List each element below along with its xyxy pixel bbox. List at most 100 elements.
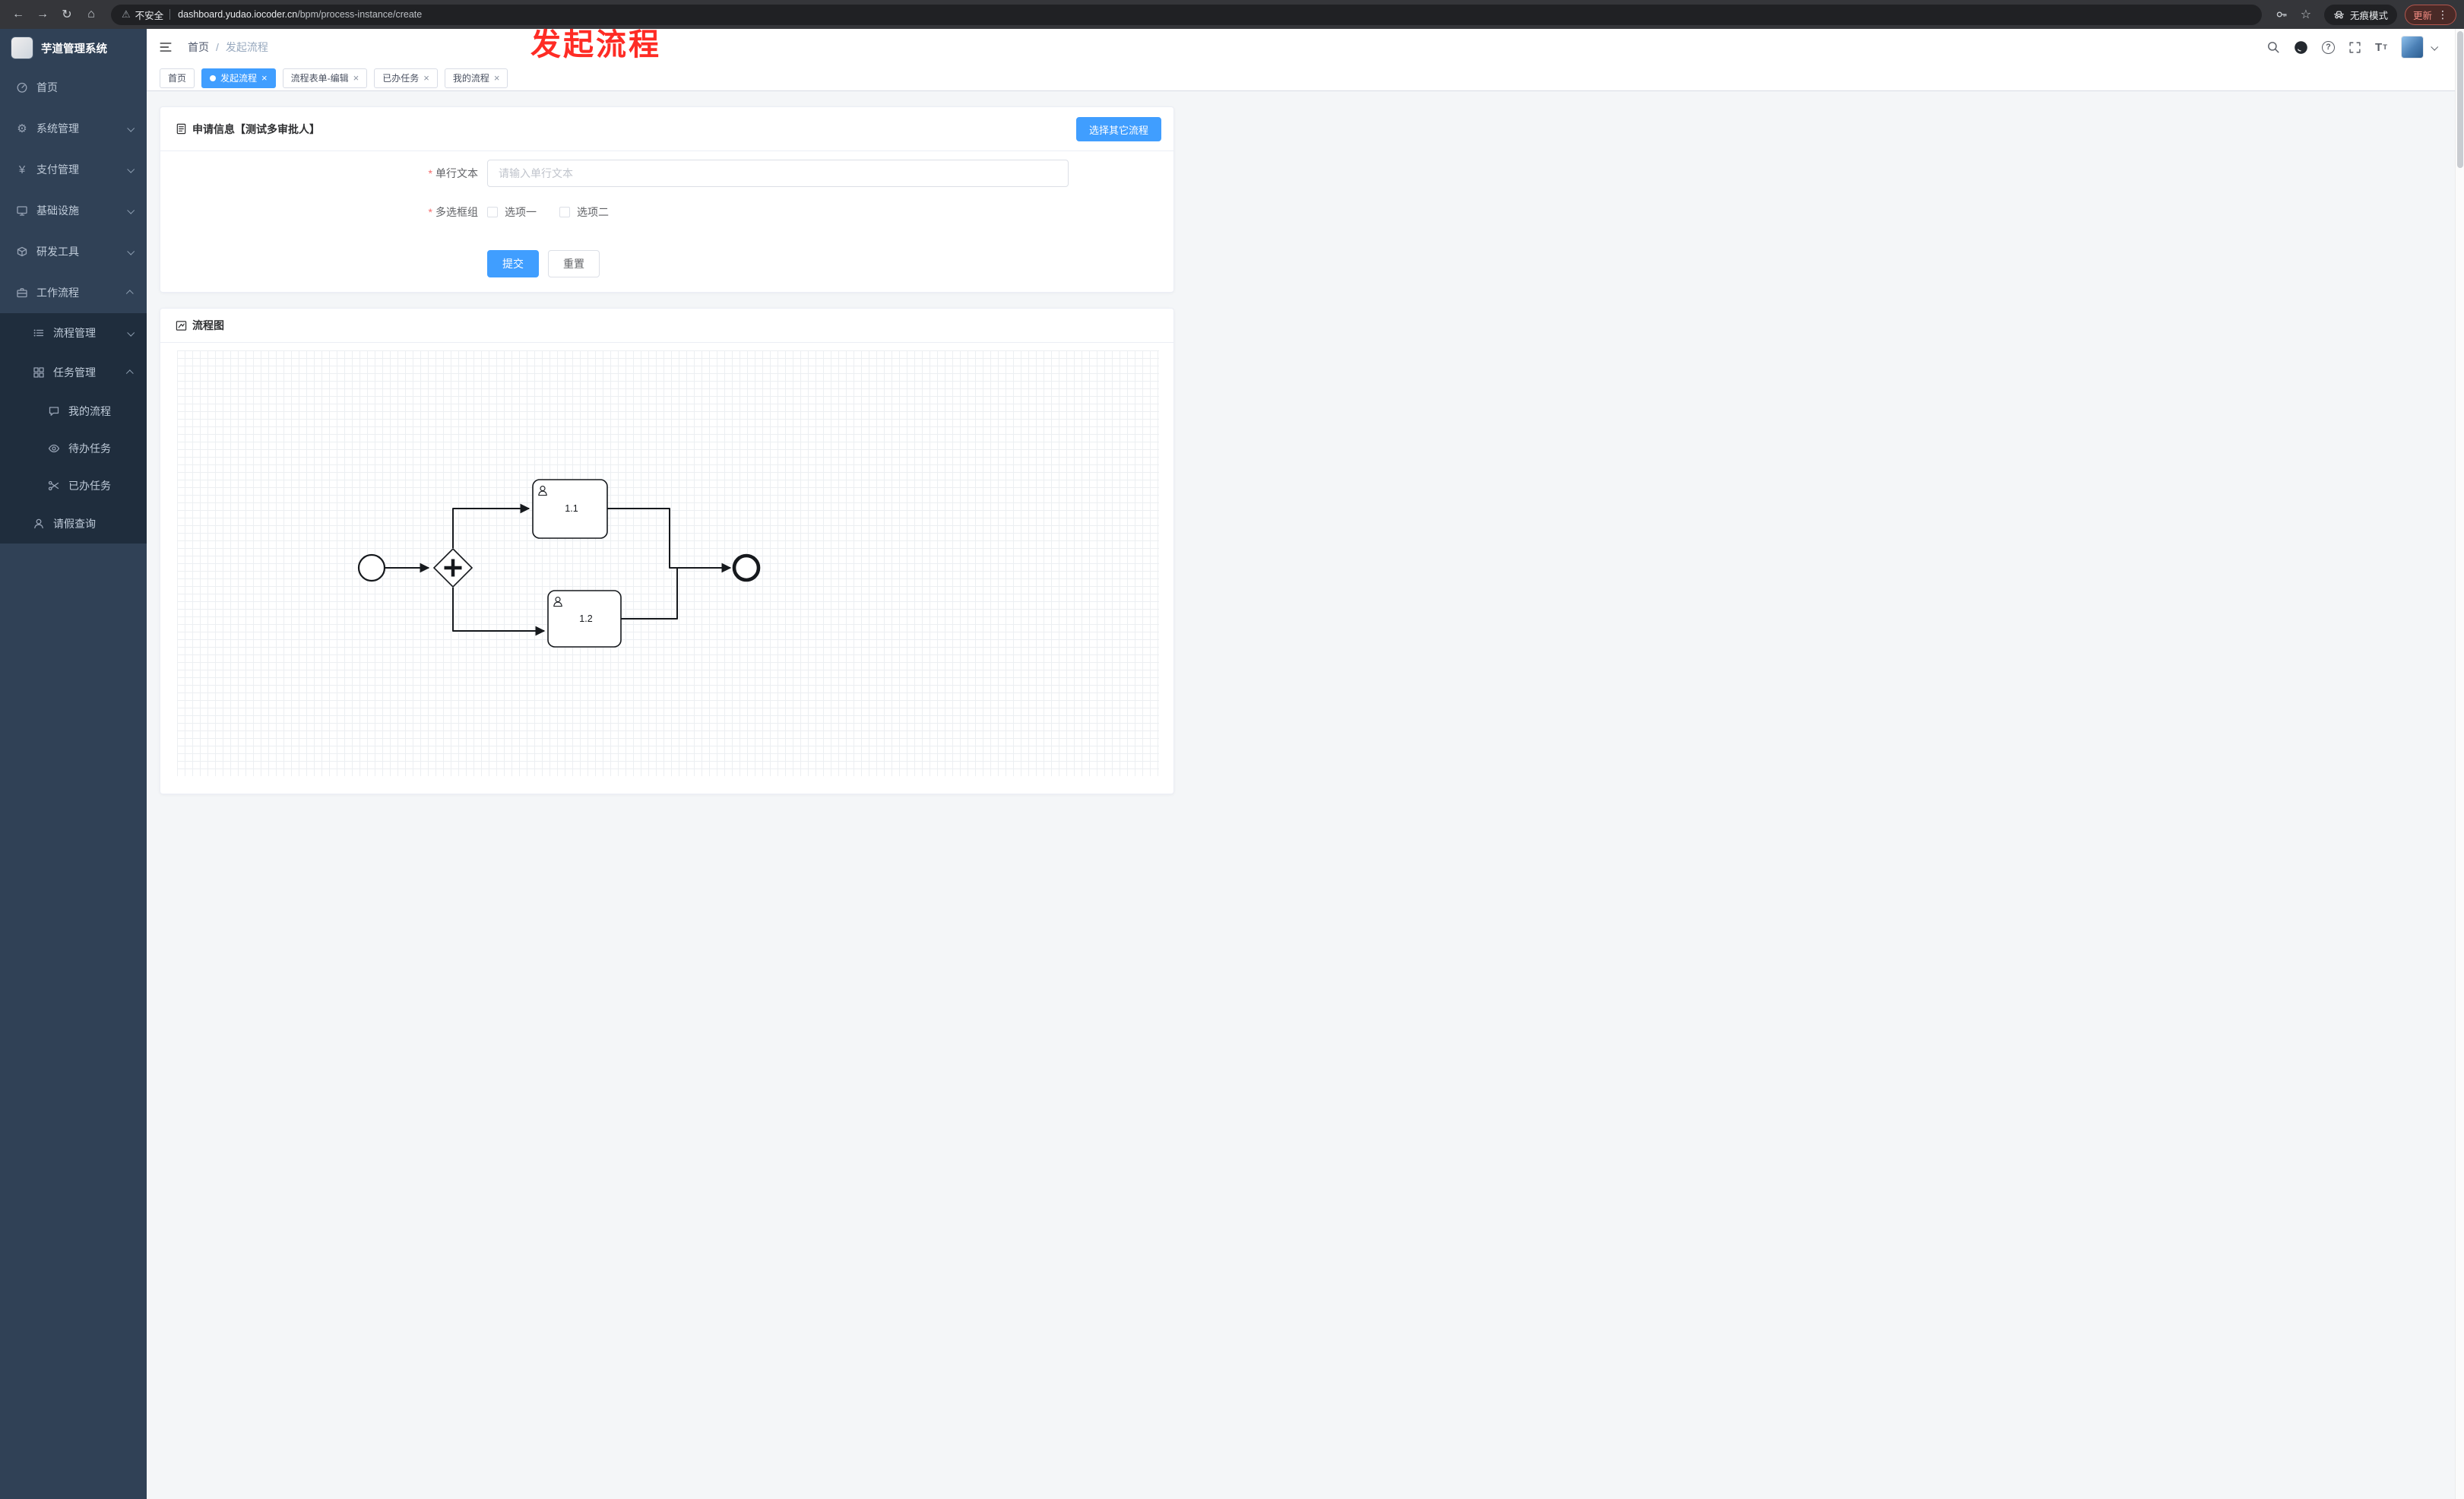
sidebar-item-workflow[interactable]: 工作流程 bbox=[0, 272, 147, 313]
app-logo: 芋道管理系统 bbox=[0, 29, 147, 67]
process-diagram-card: 流程图 bbox=[160, 308, 1174, 794]
reset-button[interactable]: 重置 bbox=[548, 250, 600, 277]
checkbox-option-2[interactable]: 选项二 bbox=[559, 204, 609, 220]
sidebar-item-system[interactable]: ⚙ 系统管理 bbox=[0, 108, 147, 149]
sidebar-item-payment[interactable]: ¥ 支付管理 bbox=[0, 149, 147, 190]
password-key-icon[interactable] bbox=[2271, 4, 2292, 25]
update-chip[interactable]: 更新 ⋮ bbox=[2404, 4, 2456, 25]
security-label[interactable]: 不安全 bbox=[135, 10, 164, 21]
close-icon[interactable]: × bbox=[261, 72, 268, 84]
person-icon bbox=[32, 518, 46, 530]
active-dot-icon bbox=[210, 74, 217, 81]
avatar-caret-icon[interactable] bbox=[2431, 43, 2439, 51]
browser-menu-icon[interactable]: ⋮ bbox=[2437, 8, 2448, 21]
submit-button[interactable]: 提交 bbox=[487, 250, 539, 277]
tab-home[interactable]: 首页 bbox=[160, 68, 195, 88]
key-icon bbox=[2276, 11, 2287, 17]
sidebar-item-infrastructure[interactable]: 基础设施 bbox=[0, 190, 147, 231]
sidebar-item-my-process[interactable]: 我的流程 bbox=[0, 392, 147, 429]
single-line-text-row: *单行文本 bbox=[160, 160, 1069, 187]
gear-icon: ⚙ bbox=[17, 122, 27, 135]
update-label[interactable]: 更新 bbox=[2412, 10, 2432, 21]
tags-view-bar: 首页 发起流程 × 流程表单-编辑 × 已办任务 × 我的流程 × bbox=[147, 65, 2455, 91]
user-task-icon bbox=[553, 597, 562, 607]
forward-icon[interactable]: → bbox=[36, 8, 49, 21]
url-path: /bpm/process-instance/create bbox=[297, 9, 423, 20]
checkbox-group-row: *多选框组 选项一 选项二 bbox=[160, 204, 609, 220]
flow-diagram-icon bbox=[176, 320, 187, 331]
sidebar: 芋道管理系统 首页 ⚙ 系统管理 ¥ 支付管理 基础设施 研发工具 工作流程 bbox=[0, 29, 147, 1499]
chevron-down-icon bbox=[127, 247, 135, 255]
chevron-down-icon bbox=[127, 328, 135, 337]
checkbox-icon[interactable] bbox=[559, 207, 570, 217]
select-other-process-button[interactable]: 选择其它流程 bbox=[1075, 117, 1161, 141]
breadcrumb: 首页 / 发起流程 bbox=[188, 40, 268, 55]
sidebar-item-devtools[interactable]: 研发工具 bbox=[0, 231, 147, 272]
flow-gateway-to-task1 bbox=[452, 503, 530, 548]
close-icon[interactable]: × bbox=[493, 72, 500, 84]
incognito-badge: 无痕模式 bbox=[2323, 4, 2397, 25]
chevron-down-icon bbox=[127, 124, 135, 132]
single-line-text-input[interactable] bbox=[487, 160, 1069, 187]
back-icon[interactable]: ← bbox=[12, 8, 24, 21]
breadcrumb-home[interactable]: 首页 bbox=[188, 41, 209, 53]
fullscreen-icon[interactable] bbox=[2348, 41, 2361, 54]
eye-icon bbox=[47, 442, 61, 455]
close-icon[interactable]: × bbox=[423, 72, 429, 84]
tab-done-tasks[interactable]: 已办任务 × bbox=[374, 68, 438, 88]
sidebar-item-task-management[interactable]: 任务管理 bbox=[0, 353, 147, 392]
browser-toolbar: ← → ↻ ⌂ ⚠ 不安全 dashboard.yudao.iocoder.cn… bbox=[0, 0, 2464, 29]
start-event bbox=[357, 553, 386, 582]
flow-task2-join bbox=[621, 569, 678, 620]
bpmn-canvas[interactable]: 1.1 1.2 bbox=[177, 350, 1159, 776]
tab-my-process[interactable]: 我的流程 × bbox=[444, 68, 508, 88]
diagram-header: 流程图 bbox=[160, 309, 1173, 343]
form-buttons-row: 提交 重置 bbox=[160, 250, 600, 277]
home-icon[interactable]: ⌂ bbox=[87, 8, 95, 21]
checkbox-group: 选项一 选项二 bbox=[487, 204, 609, 220]
header-actions: ? bbox=[2266, 36, 2439, 59]
bookmark-star-icon[interactable]: ☆ bbox=[2300, 8, 2312, 21]
url-separator bbox=[169, 9, 171, 20]
sidebar-item-done-tasks[interactable]: 已办任务 bbox=[0, 467, 147, 504]
search-icon[interactable] bbox=[2266, 40, 2280, 54]
github-icon[interactable] bbox=[2294, 40, 2308, 55]
apply-info-header: 申请信息【测试多审批人】 选择其它流程 bbox=[160, 107, 1173, 151]
sidebar-collapse-icon[interactable] bbox=[159, 40, 173, 54]
svg-text:1.1: 1.1 bbox=[565, 503, 578, 514]
address-bar[interactable]: ⚠ 不安全 dashboard.yudao.iocoder.cn /bpm/pr… bbox=[111, 4, 2262, 25]
sidebar-item-leave-query[interactable]: 请假查询 bbox=[0, 504, 147, 544]
reload-icon[interactable]: ↻ bbox=[62, 8, 72, 21]
apply-info-card: 申请信息【测试多审批人】 选择其它流程 *单行文本 *多选框组 选项一 选项二 bbox=[160, 106, 1174, 293]
page-scrollbar[interactable] bbox=[2455, 29, 2464, 1499]
cube-icon bbox=[15, 246, 29, 258]
breadcrumb-current: 发起流程 bbox=[225, 41, 268, 53]
user-avatar[interactable] bbox=[2401, 36, 2424, 59]
apply-info-title: 申请信息【测试多审批人】 bbox=[192, 122, 320, 135]
incognito-icon bbox=[2334, 11, 2344, 18]
sidebar-item-process-management[interactable]: 流程管理 bbox=[0, 313, 147, 353]
close-icon[interactable]: × bbox=[353, 72, 359, 84]
tab-form-edit[interactable]: 流程表单-编辑 × bbox=[282, 68, 368, 88]
help-icon[interactable]: ? bbox=[2322, 40, 2336, 54]
dashboard-icon bbox=[15, 81, 29, 93]
user-task-icon bbox=[538, 486, 547, 496]
logo-avatar bbox=[11, 36, 33, 59]
single-line-text-label: *单行文本 bbox=[428, 167, 478, 179]
incognito-label: 无痕模式 bbox=[2349, 10, 2388, 21]
end-event bbox=[732, 553, 761, 582]
breadcrumb-separator: / bbox=[216, 41, 219, 53]
checkbox-icon[interactable] bbox=[487, 207, 498, 217]
sidebar-item-home[interactable]: 首页 bbox=[0, 67, 147, 108]
font-size-icon[interactable] bbox=[2375, 41, 2387, 54]
yen-icon: ¥ bbox=[18, 163, 26, 176]
bpmn-diagram: 1.1 1.2 bbox=[357, 479, 761, 648]
scrollbar-thumb[interactable] bbox=[2457, 31, 2463, 168]
sidebar-item-todo-tasks[interactable]: 待办任务 bbox=[0, 429, 147, 467]
flow-gateway-to-task2 bbox=[452, 588, 546, 636]
tab-create-process[interactable]: 发起流程 × bbox=[201, 68, 276, 88]
url-domain: dashboard.yudao.iocoder.cn bbox=[178, 9, 298, 20]
checkbox-option-1[interactable]: 选项一 bbox=[487, 204, 537, 220]
required-mark: * bbox=[428, 206, 432, 218]
monitor-icon bbox=[15, 204, 29, 217]
